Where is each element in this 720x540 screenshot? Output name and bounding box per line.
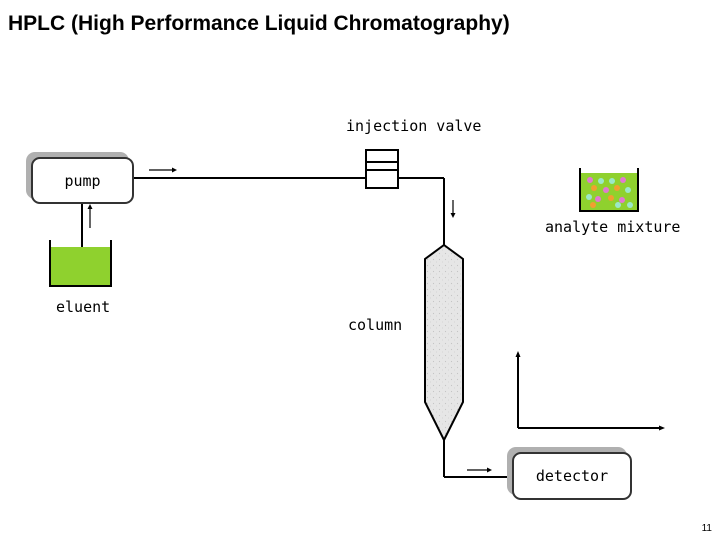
detector-label: detector xyxy=(535,467,609,485)
pump-label: pump xyxy=(64,171,101,190)
eluent-beaker xyxy=(49,240,112,287)
eluent-label: eluent xyxy=(56,298,111,316)
column xyxy=(424,243,464,443)
slide-title: HPLC (High Performance Liquid Chromatogr… xyxy=(8,12,510,35)
arrow-down-icon xyxy=(450,200,456,218)
injection-valve xyxy=(365,149,399,189)
detector-box: detector xyxy=(512,452,632,500)
pump-box: pump xyxy=(31,157,134,204)
injection-valve-label: injection valve xyxy=(346,117,482,135)
analyte-beaker xyxy=(579,168,639,212)
column-label: column xyxy=(348,316,403,334)
arrow-right-icon xyxy=(149,167,177,173)
arrow-up-icon xyxy=(87,204,93,228)
arrow-right-icon xyxy=(467,467,492,473)
axis-icon xyxy=(515,351,665,431)
analyte-mixture-label: analyte mixture xyxy=(545,218,681,236)
page-number: 11 xyxy=(701,523,712,534)
